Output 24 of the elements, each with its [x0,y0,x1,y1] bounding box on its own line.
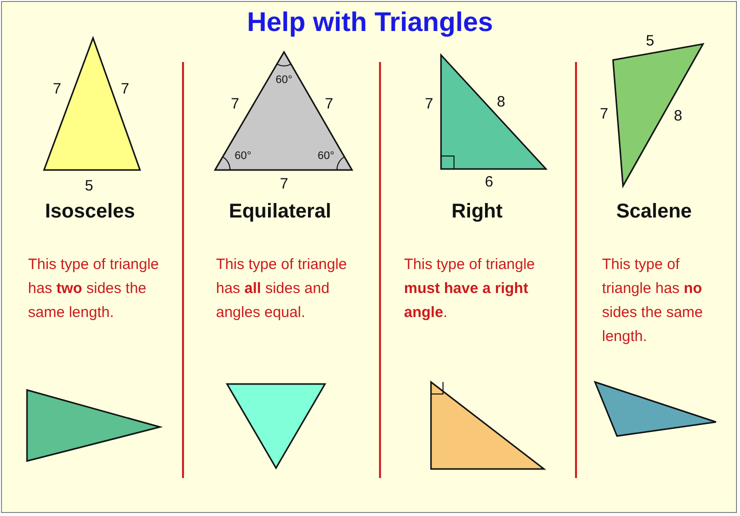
side-length: 7 [120,80,130,98]
side-length: 5 [84,178,94,194]
side-length: 7 [324,96,334,112]
triangle-name: Scalene [616,200,692,224]
side-length: 6 [484,174,494,190]
title: Help with Triangles [246,7,494,37]
triangle-name: Right [451,200,503,224]
angle-label: 60° [318,150,334,162]
side-length: 7 [280,176,288,192]
side-length: 7 [230,96,240,112]
side-length: 7 [600,106,608,122]
angle-label: 60° [276,74,292,86]
side-length: 8 [496,94,506,110]
description: This type of triangle has no sides the same length. [602,255,704,347]
side-length: 8 [674,108,682,124]
description: This type of triangle has all sides and angles equal. [216,255,348,323]
description: This type of triangle has two sides the same length. [28,255,160,323]
triangle-name: Isosceles [44,200,136,224]
angle-label: 60° [234,150,252,162]
side-length: 5 [646,32,654,50]
side-length: 7 [52,80,62,98]
triangle-name: Equilateral [228,200,332,224]
description: This type of triangle must have a right angle. [404,255,536,323]
side-length: 7 [424,96,434,112]
